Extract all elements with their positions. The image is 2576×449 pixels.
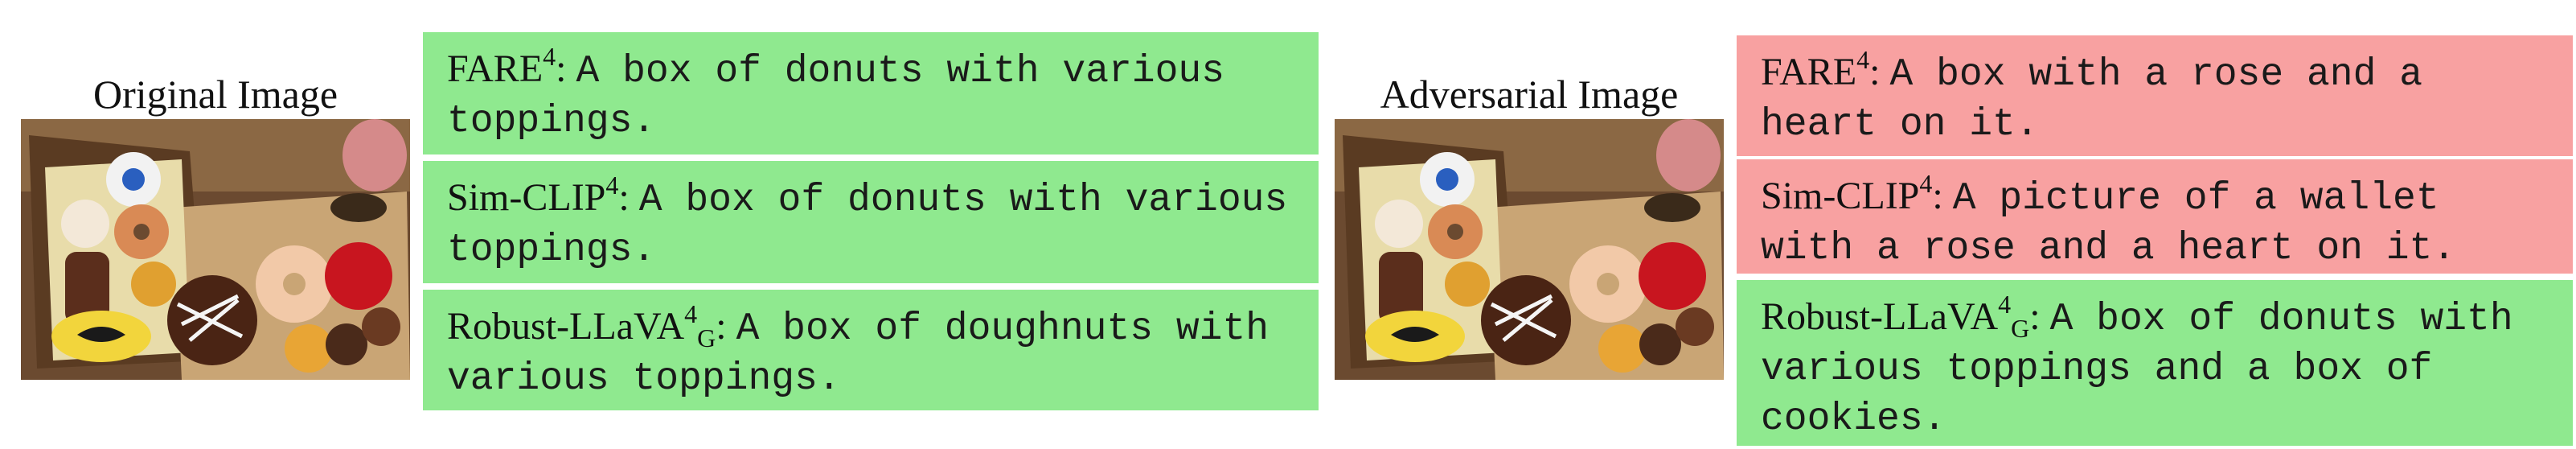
caption-fare-original: FARE4: A box of donuts with various topp… <box>423 32 1319 154</box>
model-subscript: G <box>2011 314 2030 343</box>
adversarial-donut-box-photo-illustration <box>1335 119 1724 380</box>
model-superscript: 4 <box>605 171 619 200</box>
model-name: FARE <box>447 47 544 90</box>
model-name: Robust-LLaVA <box>447 305 685 348</box>
caption-text: A box of donuts with various toppings. <box>447 50 1225 143</box>
model-name: Robust-LLaVA <box>1761 295 1999 338</box>
caption-text: A box of donuts with various toppings. <box>447 179 1288 272</box>
original-image <box>21 119 410 380</box>
caption-sim-clip-adversarial: Sim-CLIP4: A picture of a wallet with a … <box>1737 159 2573 274</box>
caption-robust-llava-adversarial: Robust-LLaVA4G: A box of donuts with var… <box>1737 280 2573 446</box>
caption-text: A picture of a wallet with a rose and a … <box>1761 177 2456 270</box>
model-superscript: 4 <box>1919 169 1933 198</box>
caption-fare-adversarial: FARE4: A box with a rose and a heart on … <box>1737 35 2573 156</box>
model-superscript: 4 <box>543 42 556 71</box>
model-subscript: G <box>697 323 716 352</box>
donut-box-photo-illustration <box>21 119 410 380</box>
model-name: Sim-CLIP <box>1761 175 1920 217</box>
original-image-title: Original Image <box>92 72 338 117</box>
caption-text: A box of donuts with various toppings an… <box>1761 298 2513 441</box>
adversarial-image-title: Adversarial Image <box>1380 72 1679 117</box>
caption-sim-clip-original: Sim-CLIP4: A box of donuts with various … <box>423 161 1319 283</box>
model-superscript: 4 <box>1856 45 1870 74</box>
caption-robust-llava-original: Robust-LLaVA4G: A box of doughnuts with … <box>423 290 1319 410</box>
adversarial-image <box>1335 119 1724 380</box>
caption-text: A box of doughnuts with various toppings… <box>447 307 1270 401</box>
model-superscript: 4 <box>684 299 698 328</box>
model-name: FARE <box>1761 51 1857 93</box>
caption-text: A box with a rose and a heart on it. <box>1761 53 2422 146</box>
model-name: Sim-CLIP <box>447 176 606 219</box>
model-superscript: 4 <box>1998 290 2012 319</box>
